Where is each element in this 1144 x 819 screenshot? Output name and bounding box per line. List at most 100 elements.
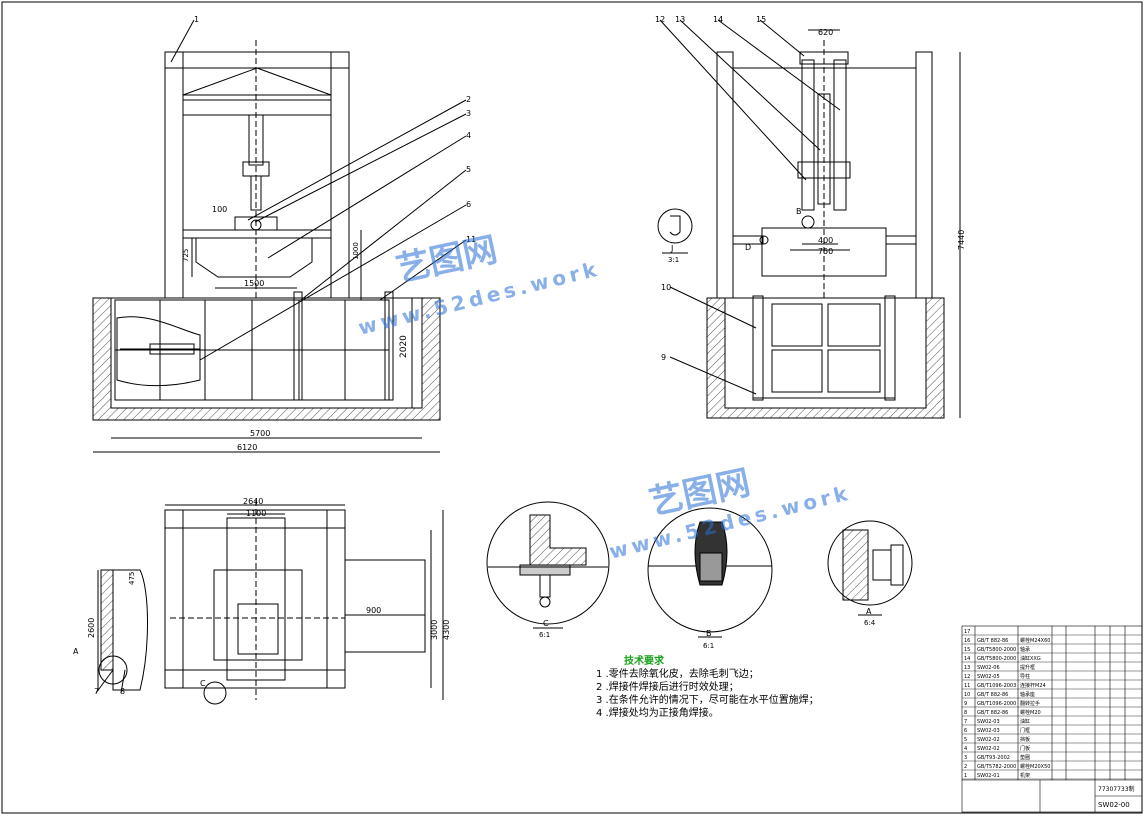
detail-C-label: C (543, 619, 549, 628)
bom-cell-no: 12 (964, 674, 970, 680)
dim-1100: 1100 (246, 509, 266, 518)
detail-C-scale: 6:1 (539, 631, 550, 639)
bom-cell-name: 螺栓M20 (1020, 709, 1041, 716)
bom-cell-no: 10 (964, 692, 970, 698)
detail-J-label: J (670, 244, 673, 253)
bom-cell-code: GB/T 882-86 (977, 710, 1008, 716)
title-project: 77307733制 (1098, 785, 1135, 793)
dim-1000: 1000 (352, 242, 360, 260)
balloon-1: 1 (194, 15, 199, 24)
bom-cell-no: 2 (964, 764, 967, 770)
dim-7440: 7440 (957, 230, 966, 250)
marker-B: B (796, 207, 802, 216)
dim-2020: 2020 (399, 335, 409, 358)
bom-cell-no: 3 (964, 755, 967, 761)
marker-D: D (745, 243, 751, 252)
bom-cell-name: 机架 (1020, 772, 1030, 779)
dim-900: 900 (366, 606, 381, 615)
balloon-5: 5 (466, 165, 471, 174)
dim-750: 750 (818, 247, 833, 256)
balloon-12: 12 (655, 15, 665, 24)
bom-cell-code: SW02-01 (977, 773, 1000, 779)
bom-cell-name: 挡板 (1020, 736, 1030, 743)
bom-cell-no: 17 (964, 629, 970, 635)
bom-cell-name: 螺栓M20X50 (1020, 763, 1050, 770)
bom-cell-code: SW02-03 (977, 719, 1000, 725)
bom-cell-name: 连接杆M24 (1020, 682, 1046, 689)
bom-cell-no: 15 (964, 647, 970, 653)
detail-J-scale: 3:1 (668, 256, 679, 264)
detail-J: J 3:1 (657, 208, 693, 264)
bom-cell-no: 14 (964, 656, 970, 662)
bom-cell-name: 门板 (1020, 745, 1030, 752)
detail-B-scale: 6:1 (703, 642, 714, 650)
balloon-13: 13 (675, 15, 685, 24)
bom-cell-no: 4 (964, 746, 967, 752)
balloon-14: 14 (713, 15, 723, 24)
title-drawing-no: SW02-00 (1098, 801, 1130, 809)
top-view-text: 2640 1100 900 2600 3000 4300 475 A C 7 8 (73, 497, 451, 696)
tech-item: 2 .焊接件焊接后进行时效处理； (596, 682, 739, 693)
dim-5700: 5700 (250, 429, 270, 438)
detail-B-label: B (706, 629, 712, 638)
dim-725: 725 (182, 249, 190, 262)
detail-C (486, 501, 610, 629)
detail-A-scale: 6:4 (864, 619, 876, 627)
bom-cell-no: 11 (964, 683, 970, 689)
bom-cell-code: GB/T 882-86 (977, 692, 1008, 698)
balloon-7: 7 (94, 687, 99, 696)
bom-cell-code: GB/T 882-86 (977, 638, 1008, 644)
dim-475: 475 (128, 572, 136, 585)
bom-cell-code: SW02-06 (977, 665, 1000, 671)
balloon-11: 11 (466, 235, 476, 244)
detail-B (647, 507, 773, 638)
front-view-text: 1 2 3 4 5 6 11 100 725 1000 1500 2020 57… (182, 15, 476, 452)
balloon-6: 6 (466, 200, 471, 209)
bom-cell-name: 螺栓M24X60 (1020, 637, 1050, 644)
bom-cell-name: 油缸XXG (1020, 655, 1041, 662)
top-view (95, 500, 444, 705)
bom-cell-no: 7 (964, 719, 967, 725)
bom-cell-code: GB/T1096-2000 (977, 701, 1016, 707)
tech-title: 技术要求 (624, 656, 664, 667)
bom-cell-code: SW02-05 (977, 674, 1000, 680)
balloon-4: 4 (466, 131, 471, 140)
dim-620: 620 (818, 28, 833, 37)
dim-100: 100 (212, 205, 227, 214)
bom-cell-code: SW02-03 (977, 728, 1000, 734)
bom-cell-name: 翻转拉手 (1020, 700, 1040, 707)
balloon-10: 10 (661, 283, 671, 292)
bom-cell-no: 1 (964, 773, 967, 779)
bom-cell-code: GB/T5800-2000 (977, 656, 1016, 662)
dim-400: 400 (818, 236, 833, 245)
bom-cell-no: 8 (964, 710, 967, 716)
tech-item: 4 .焊接处均为正接角焊接。 (596, 708, 719, 719)
detail-A-label: A (866, 607, 872, 616)
dim-1500: 1500 (244, 279, 264, 288)
marker-C: C (200, 679, 206, 688)
bom-cell-name: 提升框 (1020, 664, 1035, 671)
bom-cell-no: 6 (964, 728, 967, 734)
bom-cell-name: 轴承 (1020, 646, 1030, 653)
dim-3000: 3000 (430, 620, 439, 640)
dim-2640: 2640 (243, 497, 263, 506)
balloon-8: 8 (120, 687, 125, 696)
bom-cell-no: 9 (964, 701, 967, 707)
bom-cell-name: 垫圈 (1020, 754, 1030, 761)
marker-A: A (73, 647, 79, 656)
bom-cell-code: GB/T5800-2000 (977, 647, 1016, 653)
tech-item: 1 .零件去除氧化皮，去除毛刺飞边； (596, 669, 759, 680)
bom-cell-name: 导柱 (1020, 673, 1030, 680)
title-block (961, 625, 1143, 813)
dim-4300: 4300 (442, 620, 451, 640)
bom-cell-code: SW02-02 (977, 737, 1000, 743)
bom-cell-name: 油缸 (1020, 718, 1030, 725)
bom-cell-no: 5 (964, 737, 967, 743)
balloon-2: 2 (466, 95, 471, 104)
side-view-text: 12 13 14 15 10 9 620 400 750 7440 B D (655, 15, 966, 362)
balloon-9: 9 (661, 353, 666, 362)
front-view (92, 19, 467, 453)
